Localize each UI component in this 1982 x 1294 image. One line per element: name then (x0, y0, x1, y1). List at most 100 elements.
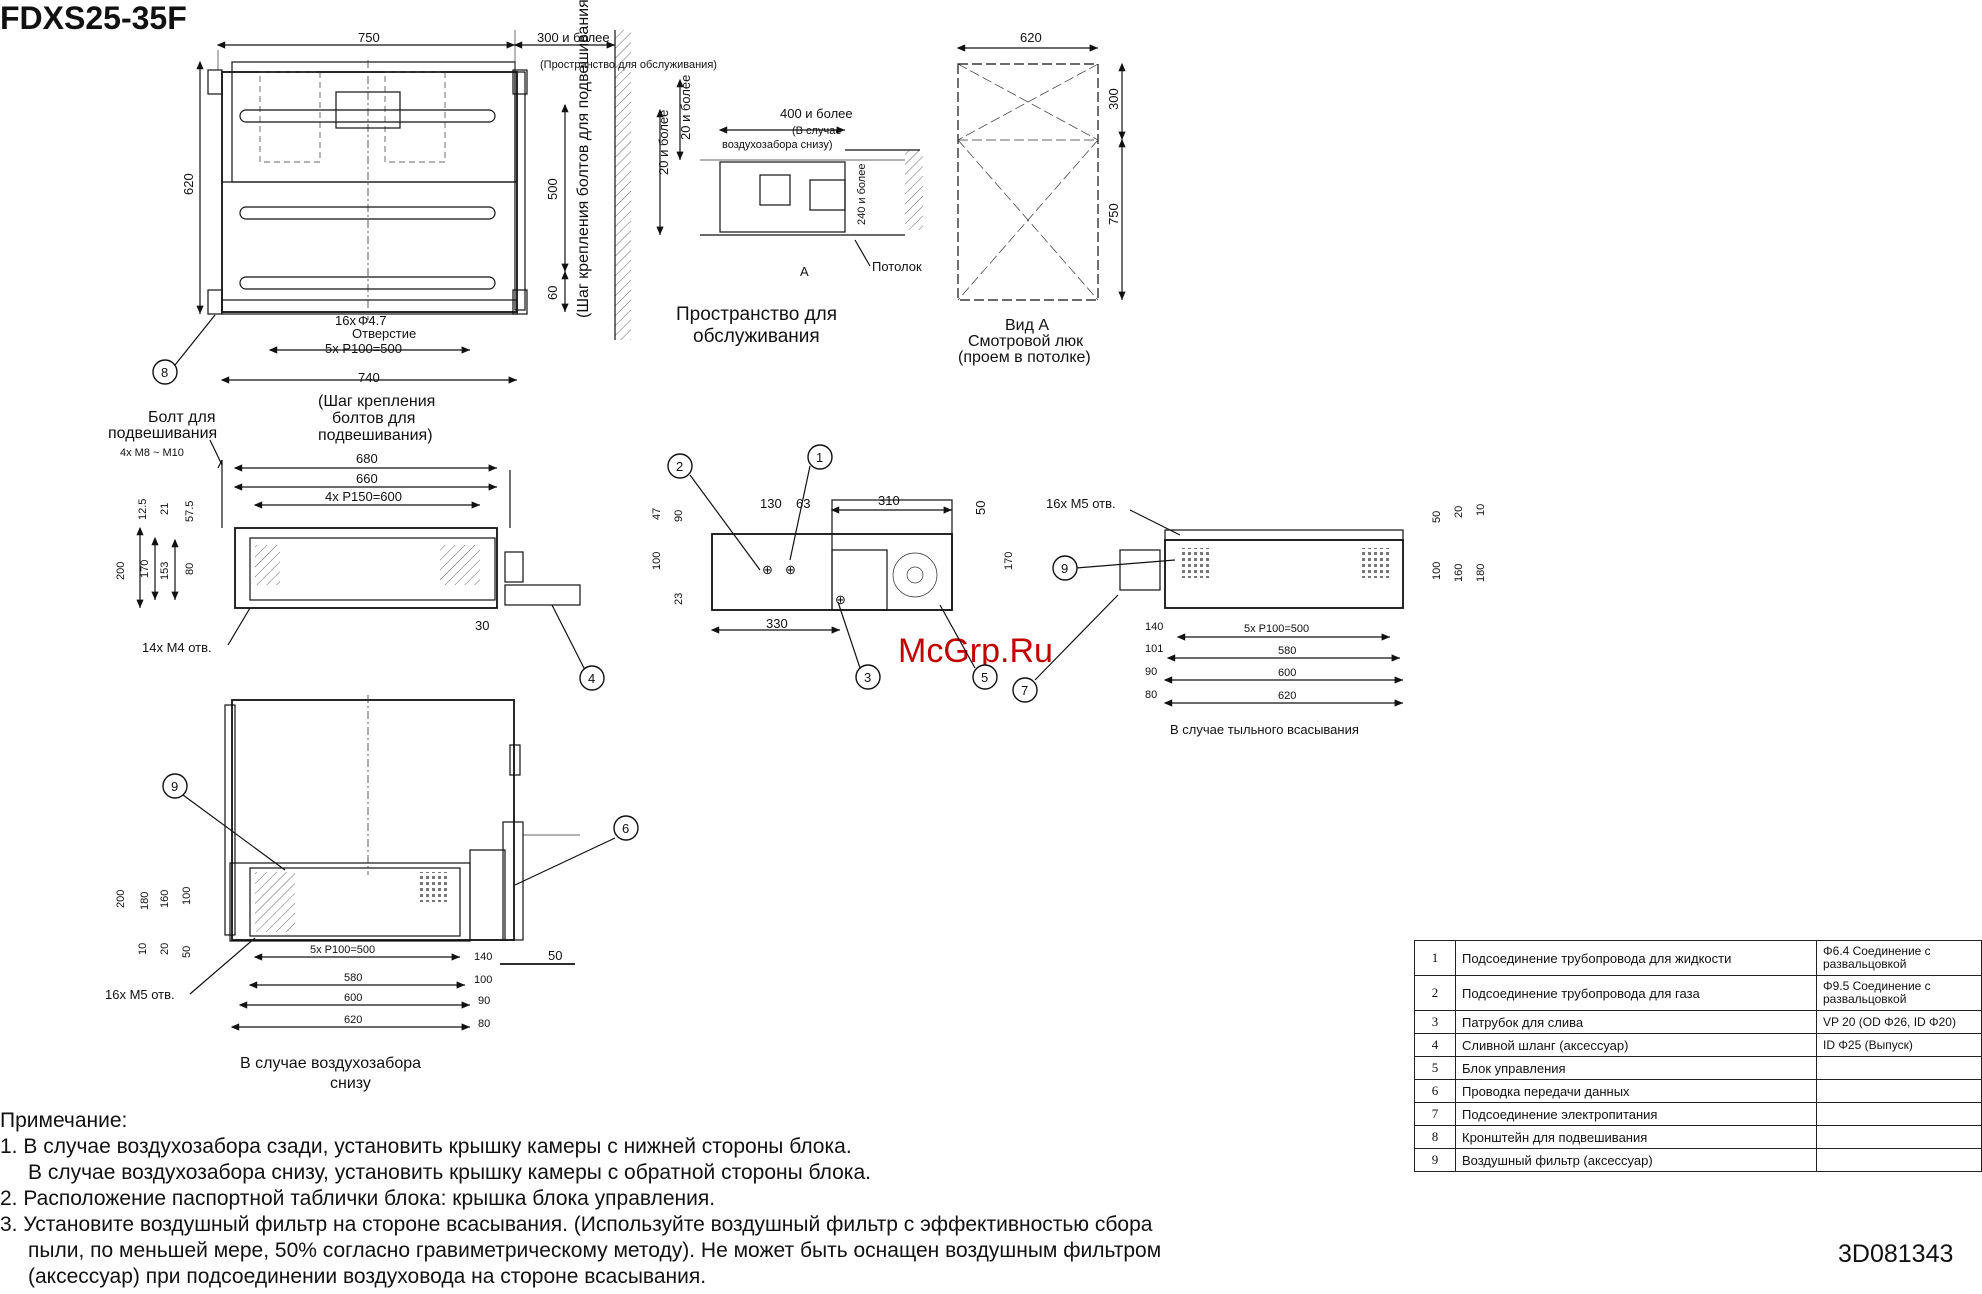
legend-row: 5 Блок управления (1414, 1056, 1982, 1080)
callout-5: 5 (939, 604, 998, 690)
bottom-caption-1: В случае воздухозабора (240, 1055, 421, 1072)
callout-9-bottom: 9 (162, 773, 286, 871)
dim-300-viewa: 300 (1106, 88, 1121, 110)
dim-100-bottom: 100 (181, 887, 193, 905)
dim-140-bottom: 140 (474, 951, 492, 963)
svg-text:4: 4 (588, 671, 595, 686)
dim-160-rear: 160 (1453, 564, 1465, 582)
dim-50-side: 50 (973, 501, 988, 515)
legend-spec (1816, 1148, 1982, 1172)
hole-count: 16x (335, 313, 356, 328)
dim-740: 740 (358, 370, 380, 385)
note-1b: В случае воздухозабора снизу, установить… (28, 1161, 871, 1184)
dim-750: 750 (358, 30, 380, 45)
callout-6: 6 (514, 815, 639, 886)
legend-spec (1816, 1079, 1982, 1103)
bolt-pitch-caption: (Шаг крепления болтов для подвешивания) (318, 393, 440, 444)
front-view: 680 660 4x P150=600 Болт для подвешивани… (108, 409, 581, 655)
note-2: 2. Расположение паспортной таблички блок… (0, 1187, 716, 1210)
dim-20b: 20 и более (656, 110, 671, 175)
dim-180-rear: 180 (1475, 564, 1487, 582)
legend-row: 3 Патрубок для слива VP 20 (OD Φ26, ID Φ… (1414, 1010, 1982, 1034)
dim-620-viewa: 620 (1020, 30, 1042, 45)
dim-400: 400 и более (780, 106, 853, 121)
watermark: McGrp.Ru (898, 632, 1053, 670)
legend-desc: Блок управления (1455, 1056, 1817, 1080)
callout-9-rear: 9 (1052, 555, 1176, 581)
pitch-top: 5x P100=500 (325, 341, 402, 356)
viewa-caption-3: (проем в потолке) (958, 349, 1091, 366)
document-number: 3D081343 (1838, 1240, 1954, 1268)
holes-rear: 16x M5 отв. (1046, 496, 1116, 511)
legend-num: 4 (1414, 1033, 1456, 1057)
legend-spec (1816, 1102, 1982, 1126)
note-3a: 3. Установите воздушный фильтр на сторон… (0, 1213, 1153, 1236)
svg-text:воздухозабора снизу): воздухозабора снизу) (722, 139, 832, 151)
dim-620: 620 (181, 173, 196, 195)
dim-80-bottom: 80 (478, 1018, 490, 1030)
dim-20-rear: 20 (1453, 506, 1465, 518)
legend-num: 8 (1414, 1125, 1456, 1149)
legend-desc: Кронштейн для подвешивания (1455, 1125, 1817, 1149)
dim-50-bottom: 50 (181, 946, 193, 958)
svg-text:9: 9 (1061, 561, 1068, 576)
dim-600-bottom: 600 (344, 992, 362, 1004)
svg-text:6: 6 (622, 821, 629, 836)
rear-caption: В случае тыльного всасывания (1170, 722, 1359, 737)
dim-500: 500 (545, 178, 560, 200)
dim-101: 101 (1145, 643, 1163, 655)
svg-text:⊕: ⊕ (835, 592, 846, 607)
svg-text:8: 8 (161, 365, 168, 380)
dim-330: 330 (766, 616, 788, 631)
arrow-a: A (800, 264, 809, 279)
legend-spec (1816, 1125, 1982, 1149)
legend-desc: Подсоединение электропитания (1455, 1102, 1817, 1126)
dim-680: 680 (356, 451, 378, 466)
dim-130: 130 (760, 496, 782, 511)
legend-num: 6 (1414, 1079, 1456, 1103)
service-note-bottom: (В случае (792, 125, 841, 137)
dim-620-bottom: 620 (344, 1014, 362, 1026)
holes-bottom: 16x M5 отв. (105, 987, 175, 1002)
legend-row: 8 Кронштейн для подвешивания (1414, 1125, 1982, 1149)
dim-100-side: 100 (651, 552, 663, 570)
dim-21: 21 (159, 503, 171, 515)
svg-text:⊕: ⊕ (785, 562, 796, 577)
bolt-spec: 4x M8 ~ M10 (120, 447, 184, 459)
bolt-label-1: Болт для (148, 409, 216, 426)
legend-spec (1816, 1056, 1982, 1080)
dim-10-bottom: 10 (137, 943, 149, 955)
legend-num: 9 (1414, 1148, 1456, 1172)
rear-view: 16x M5 отв. 50 20 10 100 160 180 140 5x … (1046, 496, 1487, 737)
svg-text:2: 2 (676, 459, 683, 474)
dim-180-bottom: 180 (139, 892, 151, 910)
notes-heading: Примечание: (0, 1109, 128, 1132)
dim-200: 200 (115, 562, 127, 580)
service-space-view: 400 и более (В случае воздухозабора сниз… (656, 75, 923, 347)
viewa-caption-2: Смотровой люк (968, 333, 1084, 350)
dim-23: 23 (673, 593, 685, 605)
callout-4: 4 (551, 604, 605, 691)
hole-label: Отверстие (352, 326, 416, 341)
dim-620-rear: 620 (1278, 690, 1296, 702)
dim-50-rear: 50 (1431, 511, 1443, 523)
dim-600-rear: 600 (1278, 667, 1296, 679)
dim-200-bottom: 200 (115, 890, 127, 908)
pitch-bottom: 5x P100=500 (310, 944, 375, 956)
drawing-title: FDXS25-35F (0, 0, 187, 36)
legend-spec: Φ6.4 Соединение с развальцовкой (1816, 940, 1982, 976)
dim-580-bottom: 580 (344, 972, 362, 984)
dim-80-rear: 80 (1145, 689, 1157, 701)
legend-num: 7 (1414, 1102, 1456, 1126)
callout-2: 2 (667, 453, 761, 571)
legend-desc: Сливной шланг (аксессуар) (1455, 1033, 1817, 1057)
note-1a: 1. В случае воздухозабора сзади, установ… (0, 1135, 852, 1158)
legend-spec: ID Φ25 (Выпуск) (1816, 1033, 1982, 1057)
legend-desc: Проводка передачи данных (1455, 1079, 1817, 1103)
bolt-label-2: подвешивания (108, 425, 217, 442)
bottom-view: 200 180 160 100 10 20 50 5x P100=500 140… (105, 695, 580, 1092)
svg-text:9: 9 (171, 779, 178, 794)
dim-90-side: 90 (673, 510, 685, 522)
legend-row: 1 Подсоединение трубопровода для жидкост… (1414, 940, 1982, 976)
bottom-caption-2: снизу (330, 1075, 371, 1092)
